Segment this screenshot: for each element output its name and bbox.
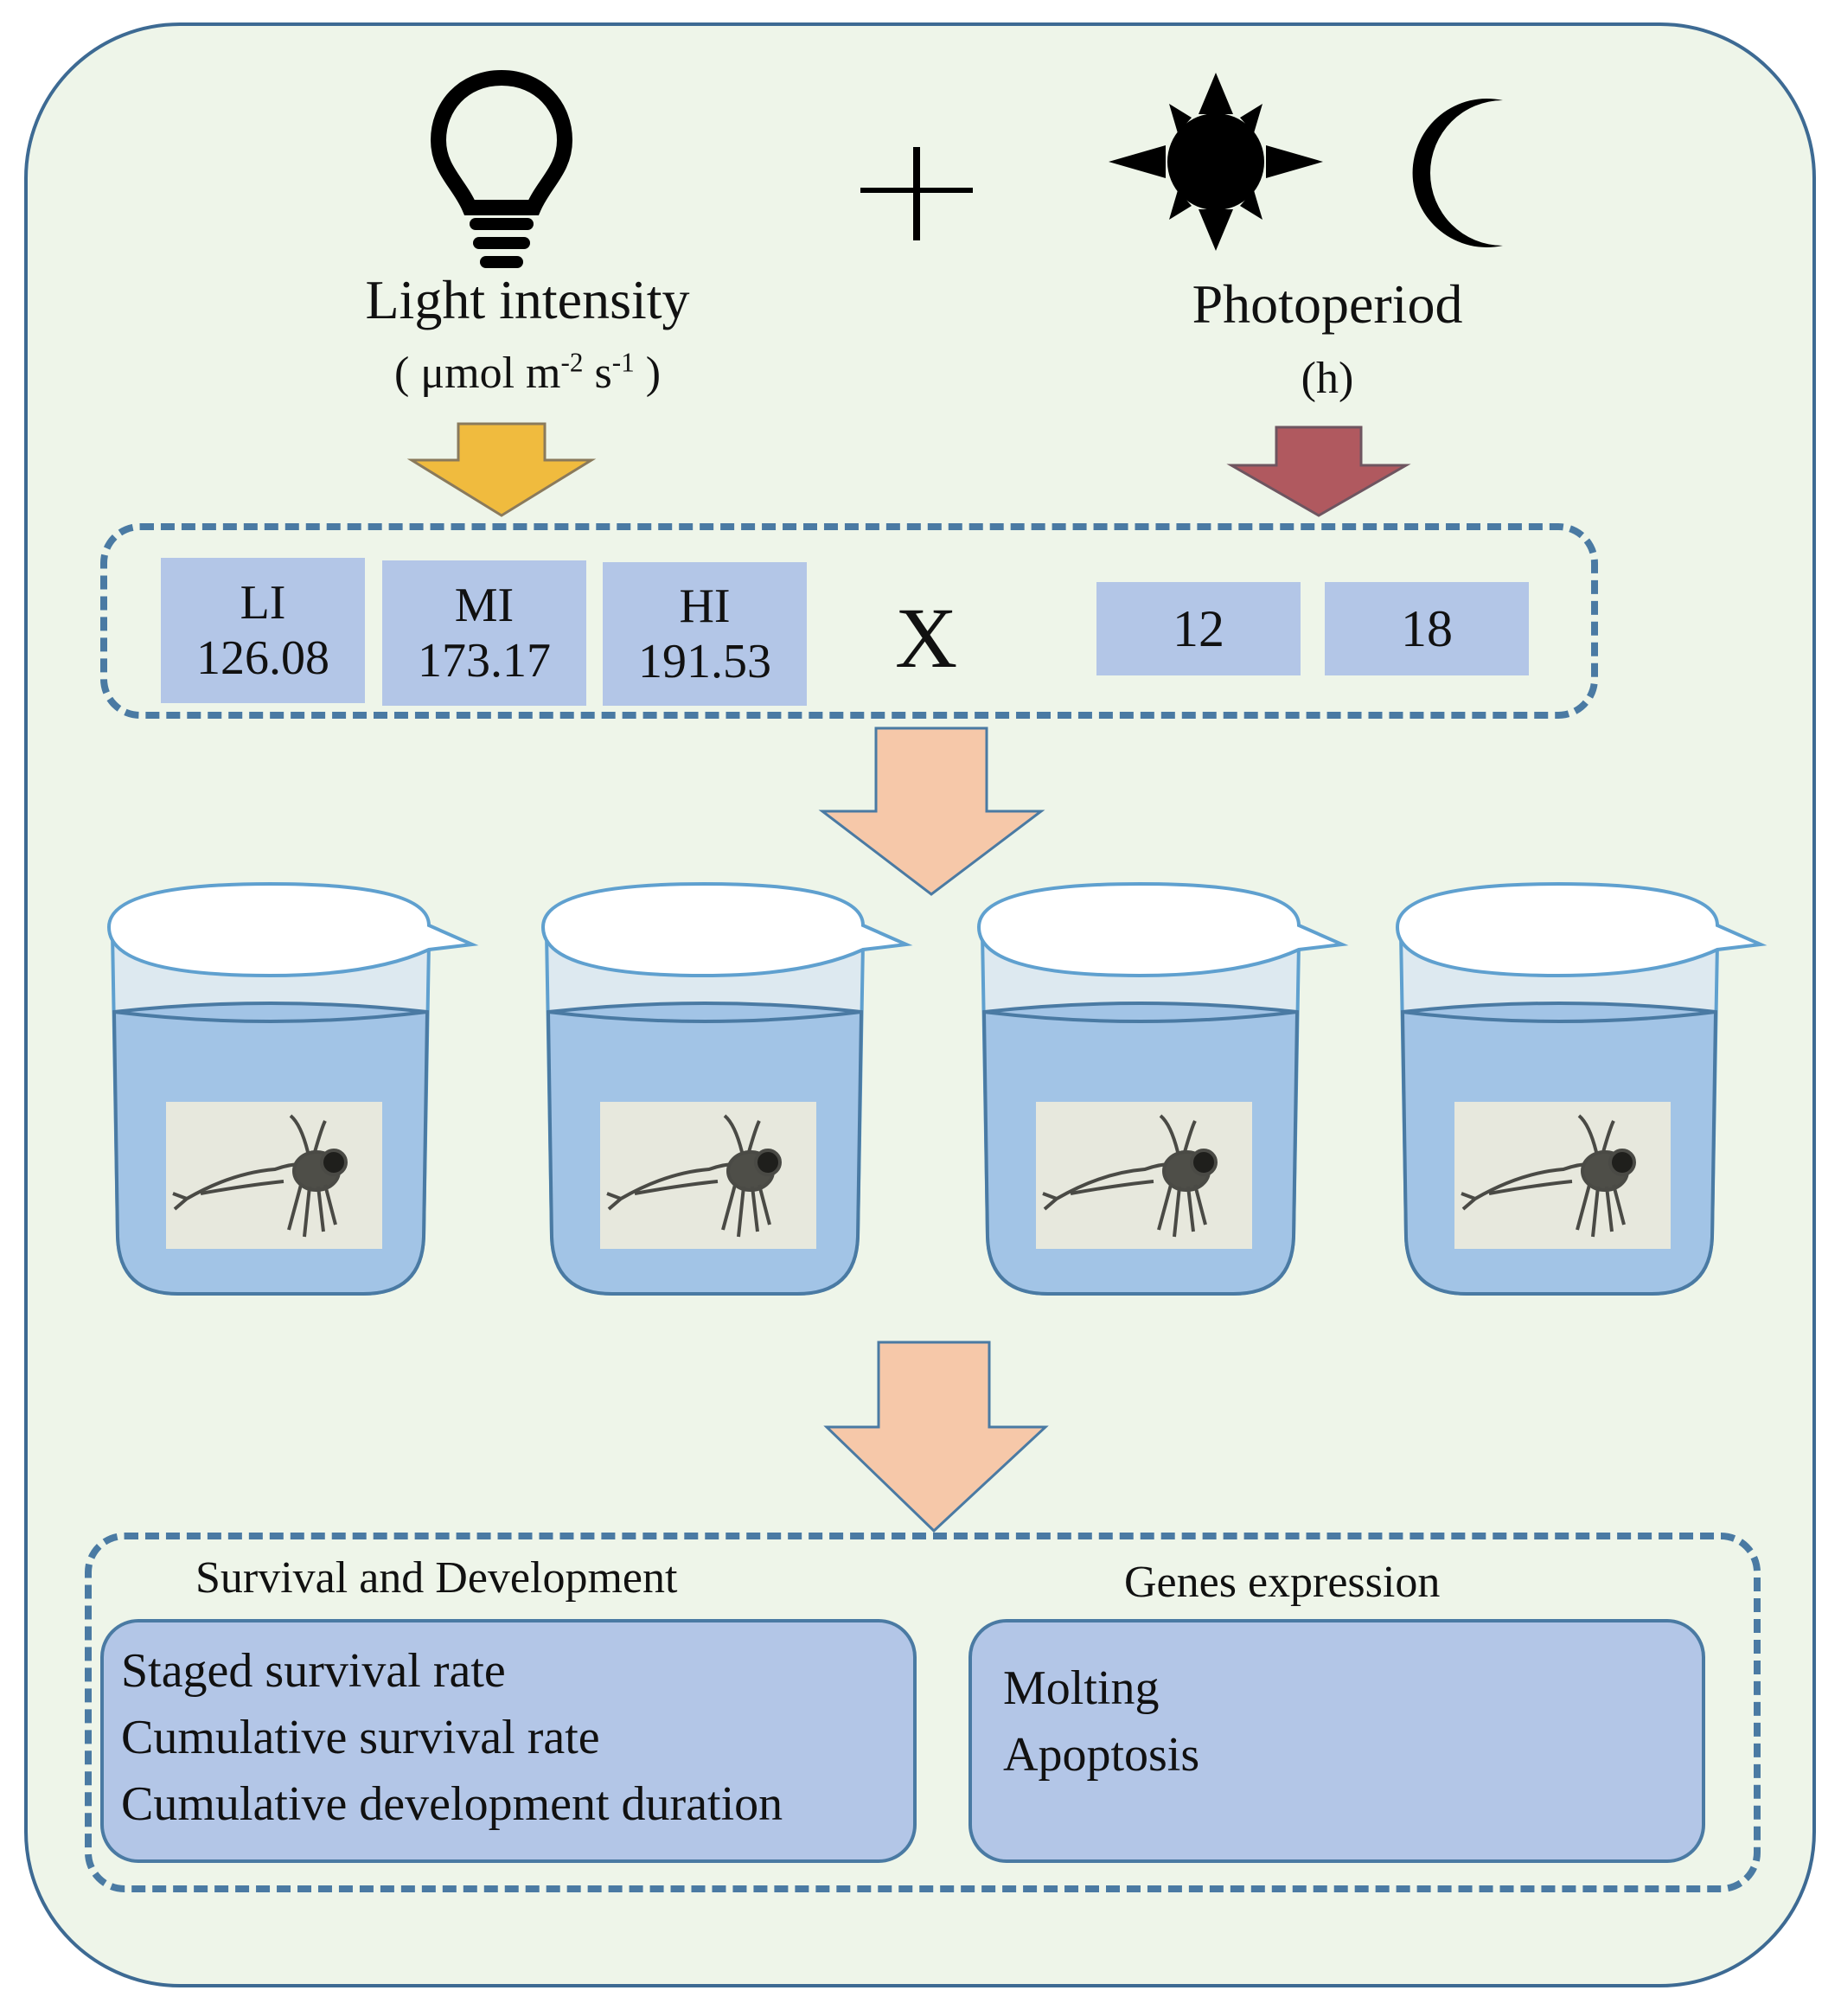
light-level-mi: MI 173.17	[382, 560, 586, 706]
beaker	[1395, 882, 1767, 1296]
shrimp-larva-icon	[172, 1114, 348, 1238]
treatment-group-box	[100, 523, 1598, 719]
light-intensity-unit: ( μmol m-2 s-1 )	[393, 347, 662, 398]
photoperiod-12: 12	[1096, 582, 1301, 675]
shrimp-larva-icon	[1042, 1114, 1218, 1238]
sun-icon	[1109, 73, 1323, 251]
plus-operator	[860, 147, 973, 240]
survival-box: Staged survival rate Cumulative survival…	[100, 1619, 917, 1863]
survival-item: Cumulative development duration	[121, 1777, 783, 1831]
light-bulb-icon	[430, 69, 573, 268]
shrimp-larva-icon	[606, 1114, 782, 1238]
beaker	[106, 882, 479, 1296]
light-level-hi: HI 191.53	[603, 562, 807, 706]
level-code: MI	[454, 578, 515, 632]
level-value: 191.53	[638, 635, 771, 688]
light-level-li: LI 126.08	[161, 558, 365, 703]
photoperiod-18: 18	[1325, 582, 1529, 675]
outcome-group-box	[85, 1533, 1761, 1892]
genes-box: Molting Apoptosis	[968, 1619, 1705, 1863]
photoperiod-title: Photoperiod	[1192, 273, 1463, 335]
photoperiod-unit: (h)	[1301, 354, 1354, 403]
moon-icon	[1412, 99, 1503, 247]
light-arrow	[406, 422, 597, 517]
survival-item: Cumulative survival rate	[121, 1711, 600, 1764]
beaker	[540, 882, 913, 1296]
level-value: 126.08	[196, 631, 329, 685]
flow-arrow	[823, 1341, 1049, 1533]
level-value: 173.17	[418, 634, 551, 688]
level-code: LI	[240, 575, 286, 630]
level-code: HI	[679, 579, 731, 633]
flow-arrow	[818, 726, 1045, 896]
light-intensity-title: Light intensity	[365, 269, 690, 330]
shrimp-larva-icon	[1461, 1114, 1636, 1238]
survival-heading: Survival and Development	[195, 1553, 678, 1603]
genes-item: Apoptosis	[1003, 1728, 1200, 1782]
survival-item: Staged survival rate	[121, 1644, 506, 1698]
cross-symbol: X	[895, 590, 958, 686]
beaker	[976, 882, 1349, 1296]
photoperiod-arrow	[1226, 426, 1411, 517]
genes-item: Molting	[1003, 1661, 1160, 1715]
genes-heading: Genes expression	[1124, 1558, 1441, 1607]
